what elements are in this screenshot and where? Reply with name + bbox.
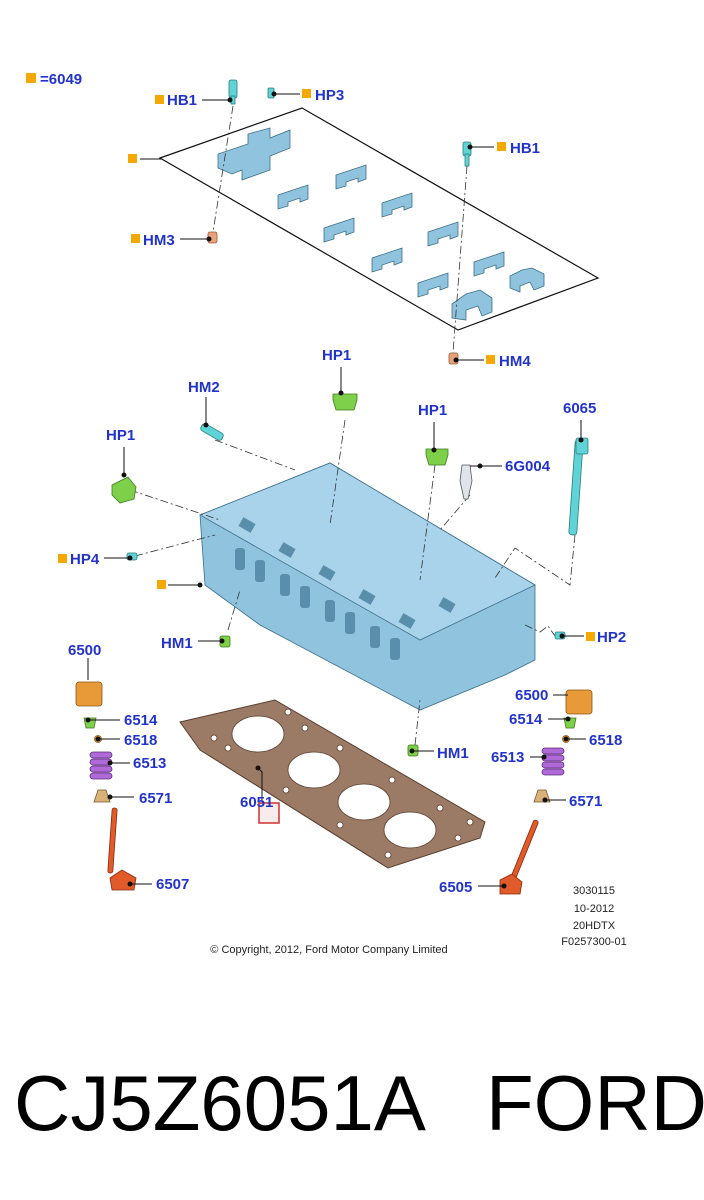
label-6513-left: 6513	[133, 755, 166, 772]
label-6571-left: 6571	[139, 790, 172, 807]
label-hm1-right: HM1	[437, 745, 469, 762]
label-hp1-right: HP1	[418, 402, 447, 419]
leaders	[58, 89, 595, 889]
valve-train-right	[499, 689, 593, 895]
info-line: 20HDTX	[573, 920, 616, 932]
label-6507: 6507	[156, 876, 189, 893]
label-6513-right: 6513	[491, 749, 524, 766]
legend-marker	[26, 73, 36, 83]
label-hm2: HM2	[188, 379, 220, 396]
label-6518-left: 6518	[124, 732, 157, 749]
plug-hp1-right	[425, 448, 449, 466]
label-hm4: HM4	[499, 353, 531, 370]
dowel-hm2	[200, 423, 224, 441]
label-hm1-left: HM1	[161, 635, 193, 652]
brand-name: FORD	[486, 1059, 704, 1147]
label-6505: 6505	[439, 879, 472, 896]
label-6514-left: 6514	[124, 712, 158, 729]
label-hp2: HP2	[597, 629, 626, 646]
label-6571-right: 6571	[569, 793, 602, 810]
label-6500-left: 6500	[68, 642, 101, 659]
copyright-notice: © Copyright, 2012, Ford Motor Company Li…	[210, 944, 447, 956]
label-hb1-right: HB1	[510, 140, 540, 157]
part-caption: CJ5Z6051A FORD	[0, 1058, 704, 1158]
label-6065: 6065	[563, 400, 596, 417]
labels: HB1 HP3 HB1 HM3 HM4 HP1 HM2 HP1 6065 HP1…	[68, 87, 626, 896]
label-hp4: HP4	[70, 551, 100, 568]
valve-train-left	[75, 681, 137, 891]
plug-hp1-center	[332, 393, 358, 411]
drawing-info-block: 3030115 10-2012 20HDTX F0257300-01	[561, 885, 626, 948]
label-6051: 6051	[240, 794, 273, 811]
info-line: 3030115	[573, 885, 615, 897]
label-6518-right: 6518	[589, 732, 622, 749]
head-gasket-6051	[179, 699, 486, 869]
label-6500-right: 6500	[515, 687, 548, 704]
part-number: CJ5Z6051A	[14, 1059, 426, 1147]
legend-text: =6049	[40, 71, 82, 88]
label-6g004: 6G004	[505, 458, 551, 475]
bearing-cap-assembly	[158, 79, 600, 365]
info-line: F0257300-01	[561, 936, 626, 948]
label-hb1-top: HB1	[167, 92, 197, 109]
info-line: 10-2012	[574, 903, 614, 915]
sensor-6g004	[459, 464, 473, 500]
plug-hp1-left	[111, 476, 137, 504]
label-hm3: HM3	[143, 232, 175, 249]
exploded-parts-diagram: =6049	[26, 71, 627, 956]
label-hp1-center: HP1	[322, 347, 351, 364]
label-hp1-left: HP1	[106, 427, 135, 444]
label-hp3: HP3	[315, 87, 344, 104]
cylinder-head	[129, 419, 576, 746]
label-6514-right: 6514	[509, 711, 543, 728]
